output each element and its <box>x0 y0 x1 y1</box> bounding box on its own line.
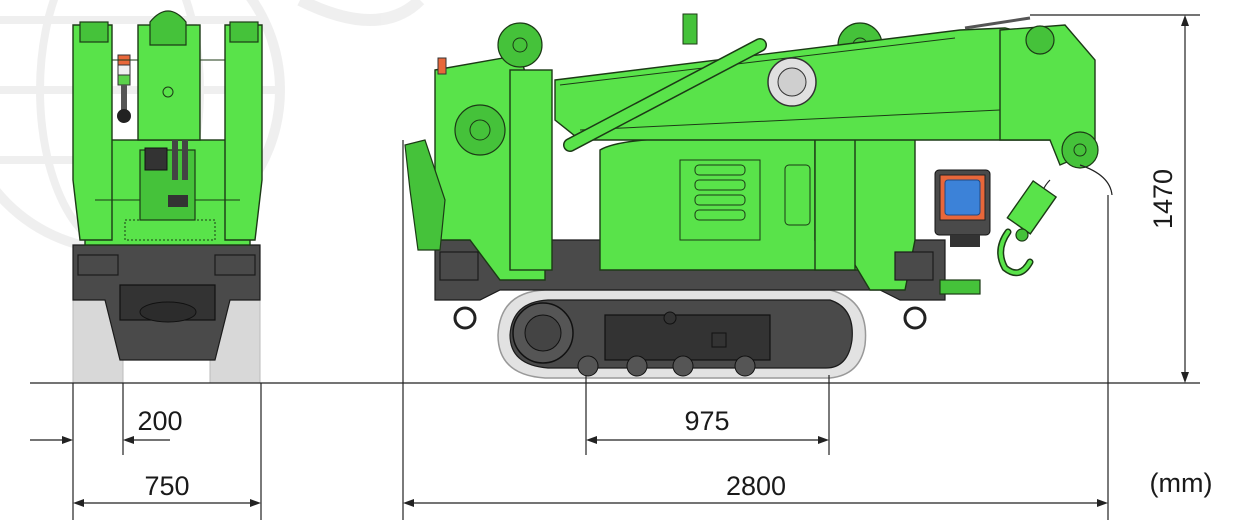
side-outrigger-rear <box>509 69 553 271</box>
side-rear-pivot <box>497 22 543 68</box>
front-outrigger-left <box>72 24 113 241</box>
front-axle-hole <box>139 301 197 323</box>
side-front-bumper <box>939 279 981 295</box>
side-roller-4 <box>734 355 756 377</box>
dim-height-label: 1470 <box>1148 169 1178 229</box>
side-roller-1 <box>577 355 599 377</box>
hook-icon <box>997 179 1058 277</box>
front-outrigger-left-top <box>79 21 109 43</box>
side-track-body <box>604 314 771 361</box>
front-boom-top <box>149 10 187 46</box>
side-slew-ring <box>454 104 506 156</box>
front-outrigger-right <box>224 24 263 241</box>
front-outrigger-foot-right <box>214 254 256 276</box>
front-view-crane <box>72 10 263 384</box>
dimension-lines <box>30 14 1200 520</box>
front-valve <box>144 147 168 171</box>
side-foot-rear <box>439 251 479 281</box>
side-rear-lever <box>404 139 446 251</box>
dim-overall-length-label: 2800 <box>726 471 786 501</box>
side-roller-2 <box>626 355 648 377</box>
side-view-crane <box>404 13 1113 379</box>
side-boom-sheave <box>1061 131 1099 169</box>
dim-overall-width-label: 750 <box>144 471 189 501</box>
dim-track-width-label: 200 <box>137 406 182 436</box>
front-outrigger-right-top <box>229 21 259 43</box>
unit-label: (mm) <box>1150 468 1213 498</box>
front-outrigger-foot-left <box>77 254 119 276</box>
side-roller-3 <box>672 355 694 377</box>
side-foot-front <box>894 251 934 281</box>
dim-track-length-label: 975 <box>684 406 729 436</box>
